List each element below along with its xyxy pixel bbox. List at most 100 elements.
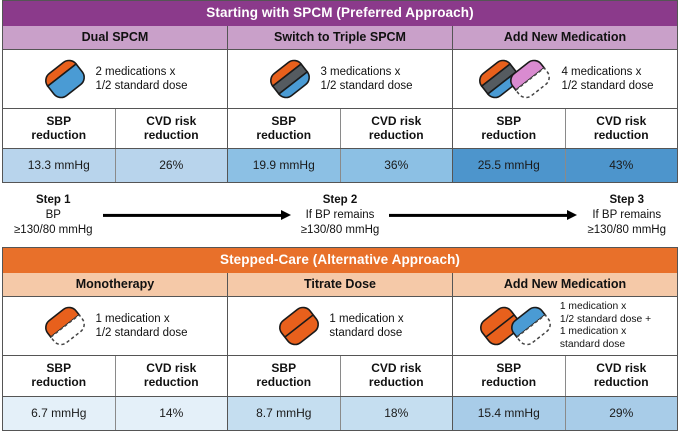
spcm-group-label-triple: Switch to Triple SPCM [228, 25, 452, 49]
spcm-dual-sbp-value: 13.3 mmHg [3, 149, 115, 183]
triple-spcm-dose-text: 3 medications x 1/2 standard dose [320, 65, 412, 94]
monotherapy-half-capsule-icon [42, 303, 88, 349]
spcm-triple-sbp-label: SBP reduction [228, 109, 340, 148]
label-line-2: reduction [31, 128, 87, 143]
stepped-illustration-titrate: 1 medication x standard dose [227, 297, 452, 356]
label-line-2: reduction [368, 375, 424, 390]
step-2-line2: If BP remains [305, 208, 375, 221]
stepped-metric-header-row: SBP reduction CVD risk reduction SBP red… [3, 355, 678, 396]
label-line-2: reduction [593, 375, 649, 390]
stepped-addnew-sbp-value: 15.4 mmHg [453, 396, 565, 430]
label-line-1: SBP [271, 361, 297, 376]
spcm-dual-cvd-value: 26% [114, 149, 227, 183]
monotherapy-dose-line2: 1/2 standard dose [95, 327, 188, 340]
quad-spcm-dose-line2: 1/2 standard dose [561, 80, 654, 92]
spcm-triple-cvd-label: CVD risk reduction [339, 109, 453, 149]
stepped-illustration-mono: 1 medication x 1/2 standard dose [3, 297, 227, 355]
label-line-1: CVD risk [371, 114, 422, 128]
spcm-dual-sbp-label: SBP reduction [3, 109, 115, 148]
arrow-step1-to-step2 [103, 209, 291, 221]
stepped-values-mono: 6.7 mmHg 14% [3, 396, 227, 430]
label-line-2: reduction [31, 375, 87, 390]
spcm-values-addnew: 25.5 mmHg 43% [452, 149, 677, 183]
stepped-values-titrate: 8.7 mmHg 18% [227, 396, 452, 430]
stepped-group-label-addnew: Add New Medication [453, 272, 677, 297]
stepped-mono-sbp-value: 6.7 mmHg [3, 396, 115, 430]
step-3-line3: ≥130/80 mmHg [587, 223, 667, 236]
label-line-2: reduction [256, 128, 312, 143]
stepped-illustration-row: 1 medication x 1/2 standard dose [3, 296, 677, 356]
quad-spcm-dose-line1: 4 medications x [561, 65, 642, 78]
stepped-metrics-addnew: SBP reduction CVD risk reduction [452, 356, 678, 396]
stepped-group-label-titrate: Titrate Dose [228, 272, 452, 297]
spcm-triple-cvd-value: 36% [339, 149, 452, 183]
label-line-2: reduction [368, 128, 424, 143]
stepped-addnew-dose-line1: 1 medication x [559, 301, 627, 313]
label-line-2: reduction [481, 128, 537, 143]
spcm-triple-sbp-value: 19.9 mmHg [228, 149, 340, 183]
triple-spcm-dose-line2: 1/2 standard dose [320, 80, 413, 92]
stepped-addnew-cvd-label: CVD risk reduction [564, 356, 678, 396]
spcm-section-title: Starting with SPCM (Preferred Approach) [3, 1, 677, 26]
stepped-illustration-addnew: 1 medication x 1/2 standard dose + 1 med… [452, 297, 677, 356]
step-1-line2: BP [45, 208, 61, 221]
label-line-1: CVD risk [371, 361, 422, 376]
label-line-2: reduction [256, 375, 312, 390]
label-line-1: SBP [496, 114, 522, 128]
stepped-metrics-titrate: SBP reduction CVD risk reduction [227, 356, 452, 396]
stepped-addnew-dose-line3: 1 medication x [559, 326, 627, 338]
dual-spcm-dose-line1: 2 medications x [95, 65, 176, 78]
label-line-1: CVD risk [596, 114, 647, 128]
stepped-addnew-dose-line4: standard dose [559, 338, 626, 350]
spcm-value-row: 13.3 mmHg 26% 19.9 mmHg 36% 25.5 mmHg 43… [3, 148, 677, 183]
label-line-1: CVD risk [596, 361, 647, 376]
label-line-1: SBP [271, 114, 297, 128]
spcm-addnew-cvd-value: 43% [564, 149, 677, 183]
label-line-2: reduction [143, 128, 199, 143]
spcm-group-addnew: Add New Medication [452, 25, 677, 49]
spcm-metrics-addnew: SBP reduction CVD risk reduction [452, 109, 677, 149]
stepped-values-addnew: 15.4 mmHg 29% [452, 396, 677, 430]
dual-spcm-capsule-icon [42, 56, 88, 102]
quad-spcm-dose-text: 4 medications x 1/2 standard dose [561, 65, 653, 94]
triple-spcm-capsule-icon [267, 56, 313, 102]
triple-spcm-dose-line1: 3 medications x [320, 65, 401, 78]
stepped-metrics-mono: SBP reduction CVD risk reduction [3, 356, 227, 396]
arrow-step2-to-step3 [389, 209, 577, 221]
titrate-full-capsule-icon [276, 303, 322, 349]
step-2-line3: ≥130/80 mmHg [300, 223, 380, 236]
stepped-group-titrate: Titrate Dose [227, 272, 452, 297]
spcm-section: Starting with SPCM (Preferred Approach) … [2, 0, 678, 184]
titrate-dose-text: 1 medication x standard dose [329, 312, 403, 341]
spcm-addnew-sbp-value: 25.5 mmHg [453, 149, 565, 183]
spcm-dual-cvd-label: CVD risk reduction [114, 109, 228, 149]
label-line-1: SBP [46, 361, 72, 376]
stepped-value-row: 6.7 mmHg 14% 8.7 mmHg 18% 15.4 mmHg 29% [3, 395, 677, 430]
spcm-illustration-dual: 2 medications x 1/2 standard dose [3, 50, 227, 108]
spcm-group-label-addnew: Add New Medication [453, 25, 677, 49]
spcm-group-dual: Dual SPCM [3, 25, 227, 49]
label-line-1: CVD risk [146, 361, 197, 376]
steps-flow: Step 1 BP ≥130/80 mmHg Step 2 If BP rema… [0, 183, 680, 247]
spcm-values-dual: 13.3 mmHg 26% [3, 149, 227, 183]
label-line-2: reduction [143, 375, 199, 390]
spcm-illustration-triple: 3 medications x 1/2 standard dose [227, 50, 452, 108]
stepped-mono-sbp-label: SBP reduction [3, 356, 115, 395]
stepped-care-section-title: Stepped-Care (Alternative Approach) [3, 248, 677, 273]
stepped-group-addnew: Add New Medication [452, 272, 677, 297]
dual-spcm-dose-text: 2 medications x 1/2 standard dose [95, 65, 187, 94]
stepped-addnew-dose-text: 1 medication x 1/2 standard dose + 1 med… [560, 301, 651, 351]
spcm-metrics-triple: SBP reduction CVD risk reduction [227, 109, 453, 149]
label-line-1: CVD risk [146, 114, 197, 128]
spcm-group-label-dual: Dual SPCM [3, 25, 227, 49]
spcm-metric-header-row: SBP reduction CVD risk reduction SBP red… [3, 108, 677, 149]
label-line-2: reduction [593, 128, 649, 143]
stepped-addnew-sbp-label: SBP reduction [453, 356, 565, 395]
spcm-illustration-row: 2 medications x 1/2 standard dose [3, 49, 677, 108]
titrate-dose-line1: 1 medication x [329, 312, 404, 325]
step-2-title: Step 2 [322, 193, 358, 206]
stepped-titrate-sbp-label: SBP reduction [228, 356, 340, 395]
step-2: Step 2 If BP remains ≥130/80 mmHg [301, 193, 380, 238]
stepped-titrate-cvd-value: 18% [339, 396, 452, 430]
